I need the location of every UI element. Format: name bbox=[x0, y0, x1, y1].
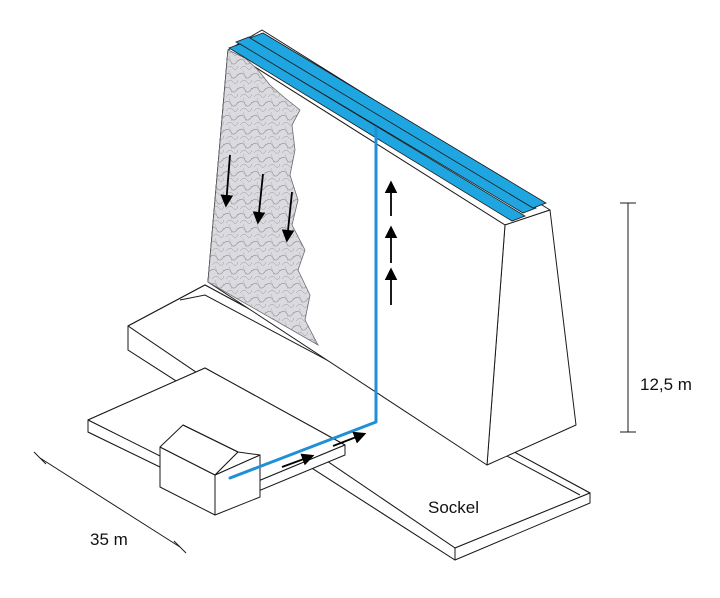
base-label: Sockel bbox=[428, 498, 479, 517]
top-stripe-1 bbox=[235, 36, 537, 214]
width-dimension bbox=[33, 451, 187, 554]
arrow-right-icon bbox=[281, 431, 367, 468]
arrow-down-icon bbox=[220, 154, 295, 243]
top-stripe-2 bbox=[249, 32, 547, 209]
small-building bbox=[159, 424, 261, 516]
width-label: 35 m bbox=[90, 530, 128, 549]
height-label: 12,5 m bbox=[640, 375, 692, 394]
rock-texture bbox=[207, 49, 319, 347]
water-pipe bbox=[228, 126, 378, 480]
height-dimension bbox=[620, 202, 636, 433]
